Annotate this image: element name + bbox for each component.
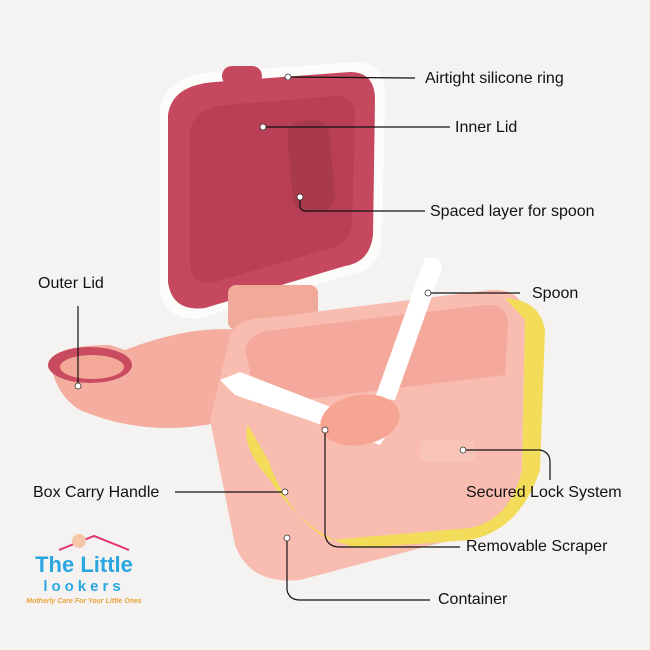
label-silicone-ring: Airtight silicone ring [425, 70, 564, 87]
callout-lines [77, 76, 551, 601]
callout-dots [74, 73, 467, 542]
label-container: Container [438, 591, 508, 608]
lock-clip [420, 440, 475, 462]
brand-logo: The Little lookers Motherly Care For You… [14, 530, 154, 607]
label-spoon: Spoon [532, 285, 579, 302]
outer-lid [48, 329, 240, 428]
logo-tagline: Motherly Care For Your Little Ones [26, 598, 142, 605]
logo-line1: The Little [35, 552, 133, 577]
label-lock: Secured Lock System [466, 484, 622, 501]
inner-lid [160, 62, 385, 319]
hanger-icon [58, 534, 130, 551]
label-handle: Box Carry Handle [33, 484, 160, 501]
label-spoon-layer: Spaced layer for spoon [430, 203, 595, 220]
label-scraper: Removable Scraper [466, 538, 608, 555]
label-inner-lid: Inner Lid [455, 119, 518, 136]
logo-line2: lookers [43, 578, 125, 595]
label-outer-lid: Outer Lid [38, 275, 104, 292]
